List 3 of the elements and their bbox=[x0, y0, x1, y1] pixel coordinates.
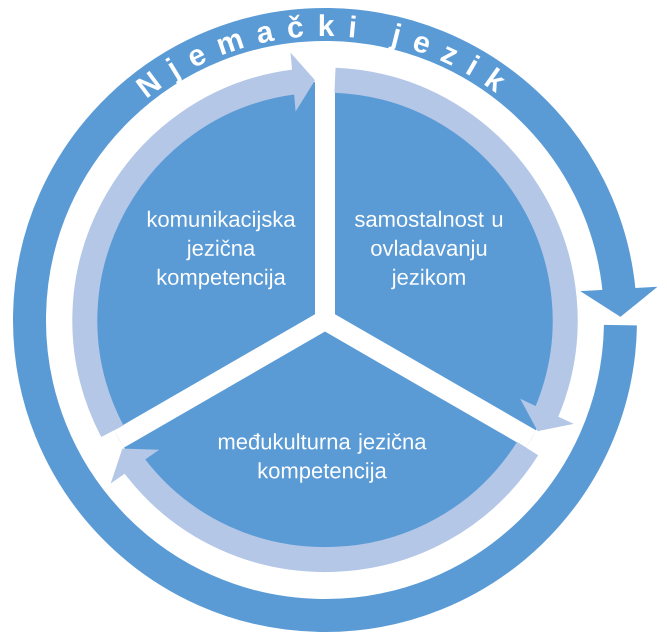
node-label: samostalnost u ovladavanju jezikom bbox=[355, 210, 502, 290]
node-label: komunikacijska jezična kompetencija bbox=[148, 210, 296, 290]
curved-arrow bbox=[110, 441, 538, 572]
